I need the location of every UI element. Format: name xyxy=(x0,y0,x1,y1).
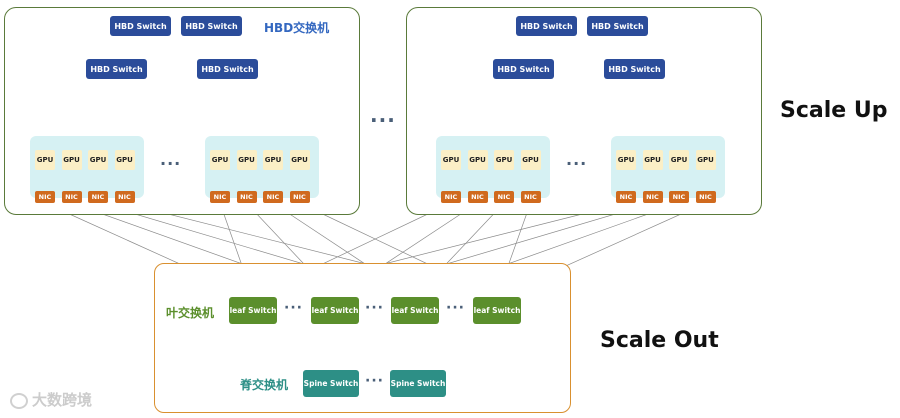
scale-out-fabric xyxy=(154,263,571,413)
leaf-switch: leaf Switch xyxy=(473,297,521,324)
leaf-switch-group-label: 叶交换机 xyxy=(166,306,215,320)
watermark-text: 大数跨境 xyxy=(32,391,93,409)
ellipsis-dots: ··· xyxy=(566,154,588,173)
nic-node: NIC xyxy=(467,191,488,203)
ellipsis-dots: ··· xyxy=(365,373,384,389)
gpu-node: GPU xyxy=(210,150,230,170)
gpu-node: GPU xyxy=(616,150,636,170)
hbd-switch: HBD Switch xyxy=(516,16,577,36)
leaf-switch: leaf Switch xyxy=(229,297,277,324)
gpu-node: GPU xyxy=(467,150,488,170)
ellipsis-dots: ··· xyxy=(284,300,303,316)
hbd-switch: HBD Switch xyxy=(181,16,242,36)
nic-node: NIC xyxy=(210,191,230,203)
nic-node: NIC xyxy=(441,191,461,203)
ellipsis-dots: ··· xyxy=(160,154,182,173)
gpu-node: GPU xyxy=(114,150,135,170)
gpu-node: GPU xyxy=(695,150,716,170)
spine-switch-group-label: 脊交换机 xyxy=(240,378,289,392)
nic-node: NIC xyxy=(289,191,310,203)
nic-node: NIC xyxy=(35,191,55,203)
gpu-node: GPU xyxy=(61,150,82,170)
gpu-node: GPU xyxy=(441,150,461,170)
hbd-switch: HBD Switch xyxy=(86,59,147,79)
gpu-node: GPU xyxy=(289,150,310,170)
gpu-node: GPU xyxy=(642,150,663,170)
nic-node: NIC xyxy=(642,191,663,203)
ellipsis-dots: ··· xyxy=(365,300,384,316)
nic-node: NIC xyxy=(88,191,108,203)
nic-node: NIC xyxy=(114,191,135,203)
gpu-node: GPU xyxy=(494,150,514,170)
nic-node: NIC xyxy=(669,191,689,203)
scale-up-label: Scale Up xyxy=(780,98,888,123)
nic-node: NIC xyxy=(494,191,514,203)
hbd-switch: HBD Switch xyxy=(493,59,554,79)
ellipsis-dots: ··· xyxy=(370,108,396,132)
gpu-node: GPU xyxy=(263,150,283,170)
gpu-node: GPU xyxy=(236,150,257,170)
hbd-switch: HBD Switch xyxy=(604,59,665,79)
gpu-node: GPU xyxy=(520,150,541,170)
logo-icon xyxy=(10,392,28,409)
ellipsis-dots: ··· xyxy=(446,300,465,316)
hbd-switch: HBD Switch xyxy=(197,59,258,79)
nic-node: NIC xyxy=(236,191,257,203)
nic-node: NIC xyxy=(263,191,283,203)
leaf-switch: leaf Switch xyxy=(391,297,439,324)
nic-node: NIC xyxy=(695,191,716,203)
spine-switch: Spine Switch xyxy=(303,370,359,397)
scale-out-label: Scale Out xyxy=(600,328,719,353)
gpu-node: GPU xyxy=(669,150,689,170)
gpu-node: GPU xyxy=(88,150,108,170)
nic-node: NIC xyxy=(616,191,636,203)
hbd-switch: HBD Switch xyxy=(110,16,171,36)
nic-node: NIC xyxy=(61,191,82,203)
spine-switch: Spine Switch xyxy=(390,370,446,397)
gpu-node: GPU xyxy=(35,150,55,170)
hbd-switch-group-label: HBD交换机 xyxy=(264,21,330,35)
watermark: 大数跨境 xyxy=(10,389,92,410)
hbd-switch: HBD Switch xyxy=(587,16,648,36)
nic-node: NIC xyxy=(520,191,541,203)
leaf-switch: leaf Switch xyxy=(311,297,359,324)
